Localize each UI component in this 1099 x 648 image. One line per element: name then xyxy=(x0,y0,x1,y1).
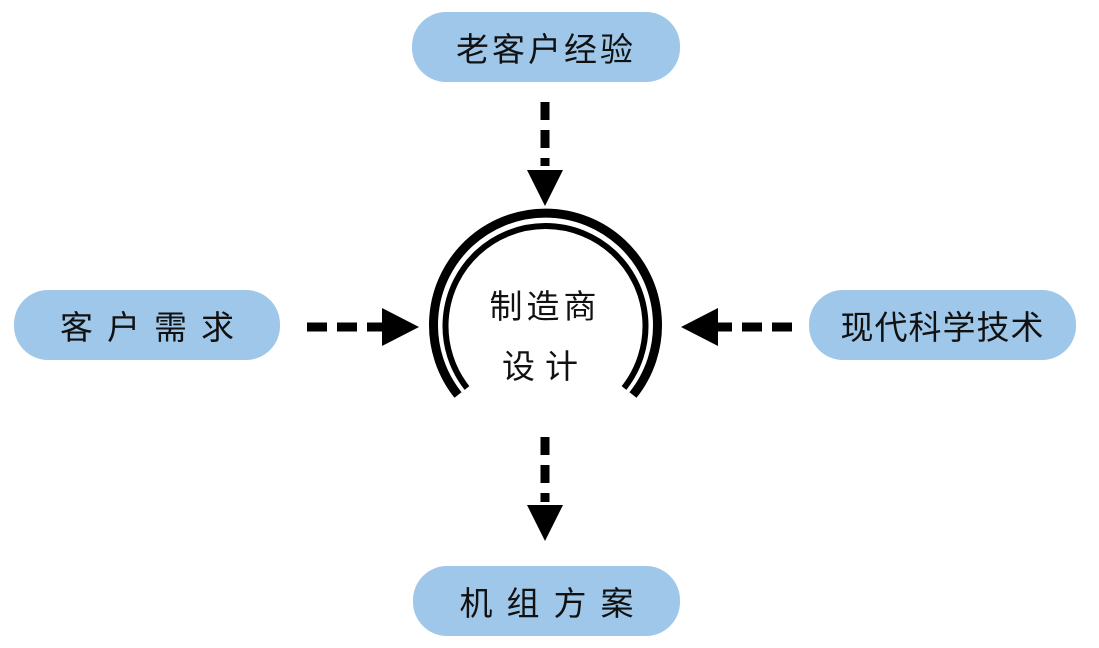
node-customer-demand: 客户需求 xyxy=(14,290,280,360)
arrow-top-to-center xyxy=(527,102,563,206)
node-modern-technology: 现代科学技术 xyxy=(809,290,1076,360)
node-old-customer-experience: 老客户经验 xyxy=(412,12,680,82)
arrow-right-to-center xyxy=(681,308,792,346)
arrow-left-to-center xyxy=(307,308,419,346)
arrow-center-to-bottom xyxy=(527,437,563,541)
node-unit-plan: 机组方案 xyxy=(413,566,680,636)
center-arc-outer xyxy=(429,208,662,398)
center-label-line1: 制造商 xyxy=(489,287,601,326)
center-arc-inner xyxy=(442,223,649,390)
center-label-line2: 设计 xyxy=(502,347,588,386)
